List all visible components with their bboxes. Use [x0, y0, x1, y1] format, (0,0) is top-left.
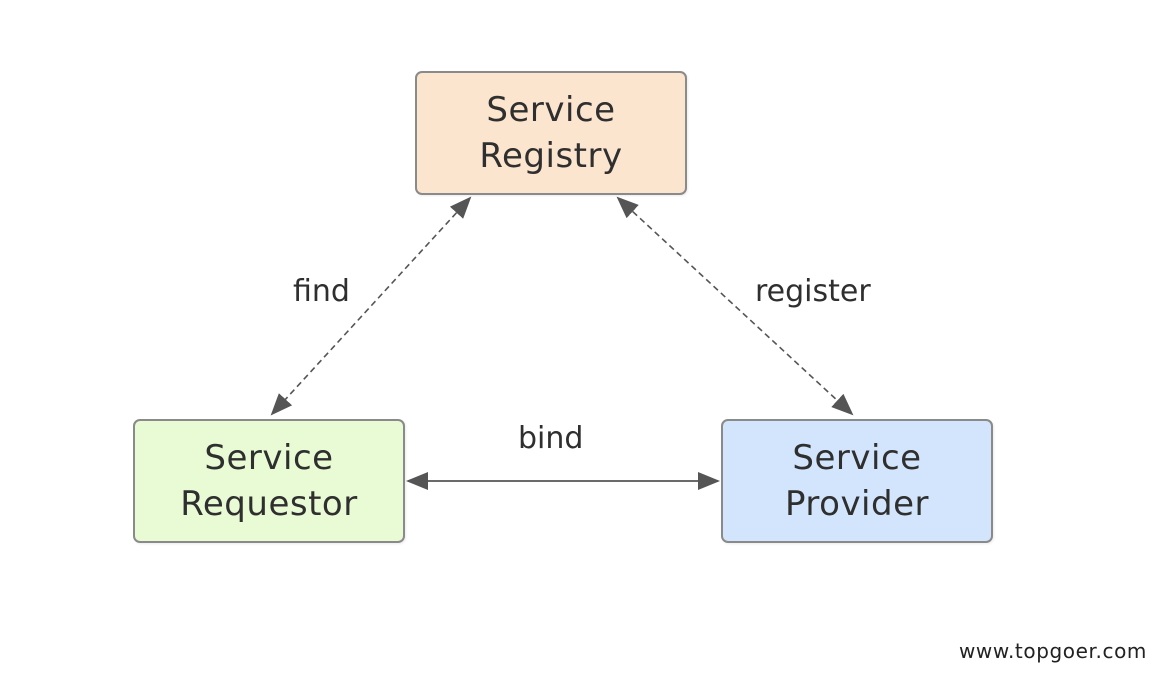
find-connector [270, 196, 472, 416]
node-label-line: Service [204, 438, 334, 478]
register-connector [616, 196, 854, 416]
service-requestor-node: Service Requestor [133, 419, 405, 543]
find-label: find [293, 274, 350, 309]
node-label-line: Requestor [180, 484, 358, 524]
watermark: www.topgoer.com [958, 639, 1147, 663]
service-provider-node: Service Provider [721, 419, 993, 543]
node-label-line: Provider [785, 484, 929, 524]
service-registry-node: Service Registry [415, 71, 687, 195]
node-label-line: Service [486, 90, 616, 130]
node-label-line: Service [792, 438, 922, 478]
bind-label: bind [518, 421, 584, 456]
register-label: register [755, 274, 871, 309]
node-label-line: Registry [479, 136, 623, 176]
